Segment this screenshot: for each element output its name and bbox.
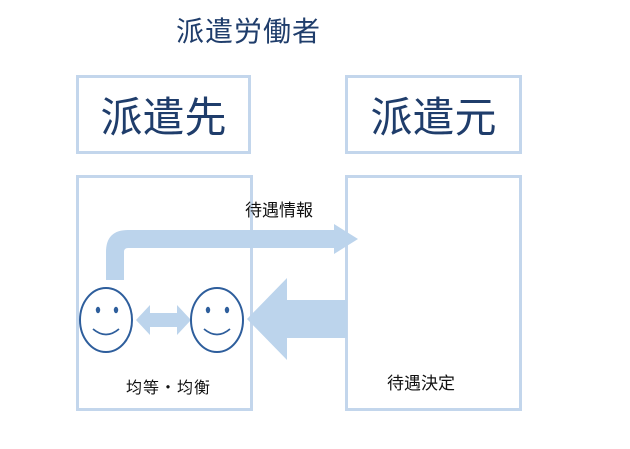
- origin-label: 派遣元: [370, 93, 497, 142]
- diagram-title: 派遣労働者: [176, 15, 322, 48]
- destination-header-box: [76, 75, 251, 154]
- destination-content-box: [76, 175, 253, 411]
- worker-face-left-icon: [79, 287, 133, 353]
- info-arrow-label: 待遇情報: [245, 201, 313, 221]
- info-arrow: [106, 224, 358, 280]
- origin-header-box: [345, 75, 522, 154]
- worker-face-right-icon: [190, 287, 244, 353]
- decision-arrow-label: 待遇決定: [387, 374, 455, 394]
- origin-content-box: [345, 175, 522, 411]
- balance-label: 均等・均衡: [126, 378, 212, 397]
- balance-double-arrow: [136, 305, 191, 335]
- decision-arrow: [247, 278, 347, 360]
- destination-label: 派遣先: [100, 93, 227, 142]
